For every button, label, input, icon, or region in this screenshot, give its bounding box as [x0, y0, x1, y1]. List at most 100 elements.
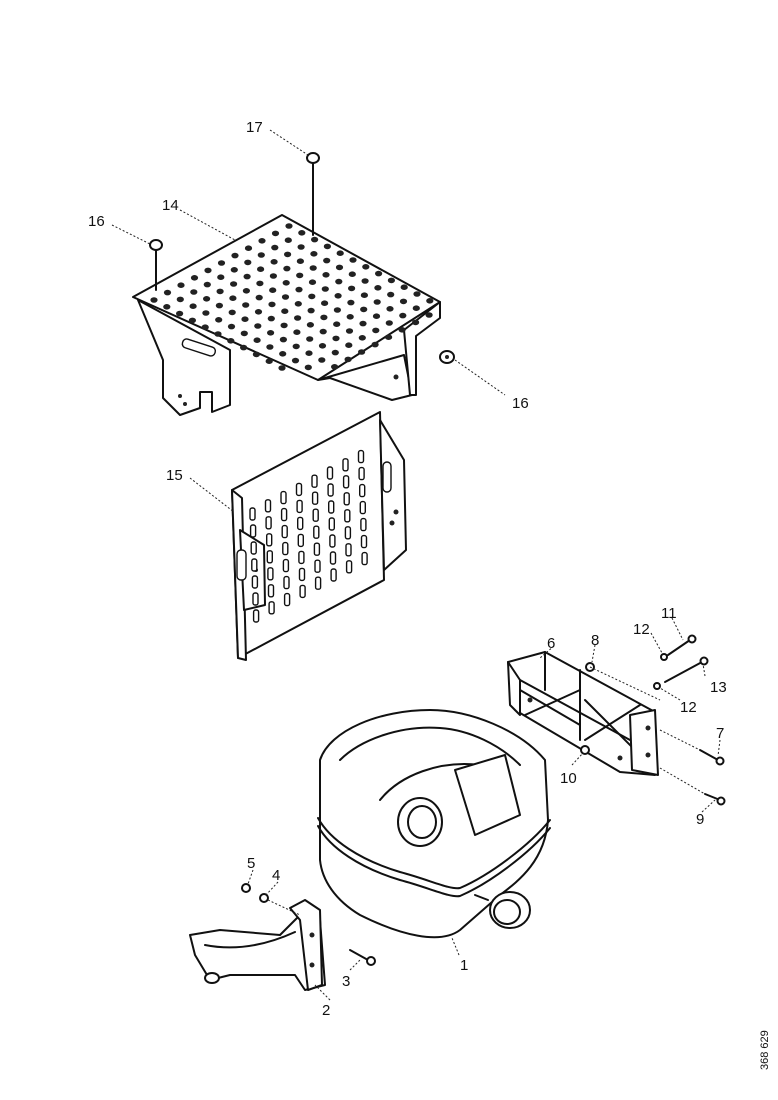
label-11: 11 [661, 605, 677, 622]
support-bracket [507, 651, 659, 776]
shield-slot [268, 601, 275, 615]
label-4: 4 [272, 867, 280, 884]
slotted-side-shield [231, 411, 407, 661]
perforation-hole [358, 335, 366, 341]
perforation-hole [227, 338, 235, 344]
shield-slot [283, 592, 291, 607]
perforation-hole [281, 308, 289, 315]
perforation-hole [285, 223, 293, 229]
label-6: 6 [547, 635, 555, 652]
perforation-hole [426, 298, 434, 304]
shield-slot [358, 466, 365, 481]
shield-slot [266, 533, 273, 547]
perforation-hole [230, 267, 238, 273]
label-5: 5 [247, 855, 255, 872]
perforation-hole [360, 292, 368, 299]
perforation-hole [319, 328, 327, 335]
perforation-hole [230, 281, 238, 287]
shield-slot [326, 466, 334, 480]
perforation-hole [306, 322, 314, 328]
perforation-hole [177, 282, 185, 289]
fasteners-bracket [580, 634, 726, 806]
perforation-hole [283, 265, 291, 272]
nut-16-right [439, 350, 455, 364]
perforation-hole [385, 334, 393, 341]
label-2: 2 [322, 1002, 330, 1019]
perforation-hole [318, 357, 326, 363]
perforation-hole [291, 357, 300, 364]
label-13: 13 [710, 679, 727, 696]
perforation-hole [331, 349, 339, 356]
perforation-hole [333, 321, 341, 328]
label-1: 1 [460, 957, 468, 974]
perforation-hole [228, 309, 236, 316]
perforation-hole [176, 296, 184, 303]
perforation-hole [386, 306, 394, 312]
perforation-hole [216, 288, 224, 295]
shield-slot [280, 507, 288, 522]
label-14: 14 [162, 197, 179, 214]
leader-lines [111, 129, 721, 1001]
perforation-hole [362, 264, 370, 270]
perforation-hole [281, 294, 290, 300]
shield-slot [252, 592, 259, 606]
shield-slot [282, 558, 290, 573]
label-12-bottom: 12 [680, 699, 697, 716]
perforation-hole [349, 257, 357, 263]
perforation-hole [344, 356, 352, 363]
nut-16-left [149, 239, 163, 291]
perforation-hole [307, 307, 315, 314]
perforation-hole [256, 280, 264, 287]
shield-slot [249, 507, 256, 521]
perforation-hole [203, 296, 211, 302]
shield-slot [313, 542, 321, 556]
perforation-hole [214, 331, 222, 337]
perforation-hole [320, 314, 328, 321]
shield-slot [345, 560, 353, 574]
perforation-hole [267, 330, 275, 336]
perforation-hole [321, 286, 329, 292]
perforation-hole [241, 316, 249, 323]
perforation-hole [279, 351, 287, 357]
perforation-hole [346, 314, 354, 320]
shield-slot [345, 543, 352, 557]
fasteners-lower [241, 883, 376, 966]
perforation-hole [399, 312, 407, 319]
shield-slot [264, 499, 272, 513]
perforation-hole [374, 285, 382, 291]
perforation-hole [294, 315, 302, 321]
perforation-hole [284, 251, 292, 258]
shield-slot [311, 474, 318, 488]
perforation-hole [308, 279, 317, 286]
perforated-top-cover [132, 214, 441, 416]
perforation-hole [387, 277, 395, 284]
perforation-hole [217, 274, 225, 281]
perforation-hole [360, 306, 368, 313]
shield-slot [329, 551, 337, 565]
shield-slot [314, 576, 322, 590]
perforation-hole [203, 281, 211, 288]
perforation-hole [333, 307, 341, 313]
perforation-hole [335, 264, 344, 271]
perforation-hole [269, 287, 277, 294]
shield-slot [311, 491, 319, 505]
perforation-hole [215, 302, 223, 309]
perforation-hole [295, 286, 303, 293]
perforation-hole [358, 349, 366, 355]
perforation-hole [254, 323, 262, 329]
shield-slot [329, 534, 336, 548]
perforation-hole [294, 301, 302, 307]
shield-slot [312, 508, 319, 522]
label-3: 3 [342, 973, 350, 990]
label-15: 15 [166, 467, 183, 484]
shield-slot [267, 584, 275, 598]
perforation-hole [229, 295, 237, 302]
lower-mounting-bracket [189, 899, 326, 991]
perforation-hole [243, 273, 251, 280]
perforation-hole [412, 319, 420, 326]
perforation-hole [306, 336, 314, 342]
perforation-hole [375, 270, 383, 277]
perforation-hole [348, 285, 356, 292]
perforation-hole [176, 310, 184, 317]
perforation-hole [188, 317, 196, 324]
